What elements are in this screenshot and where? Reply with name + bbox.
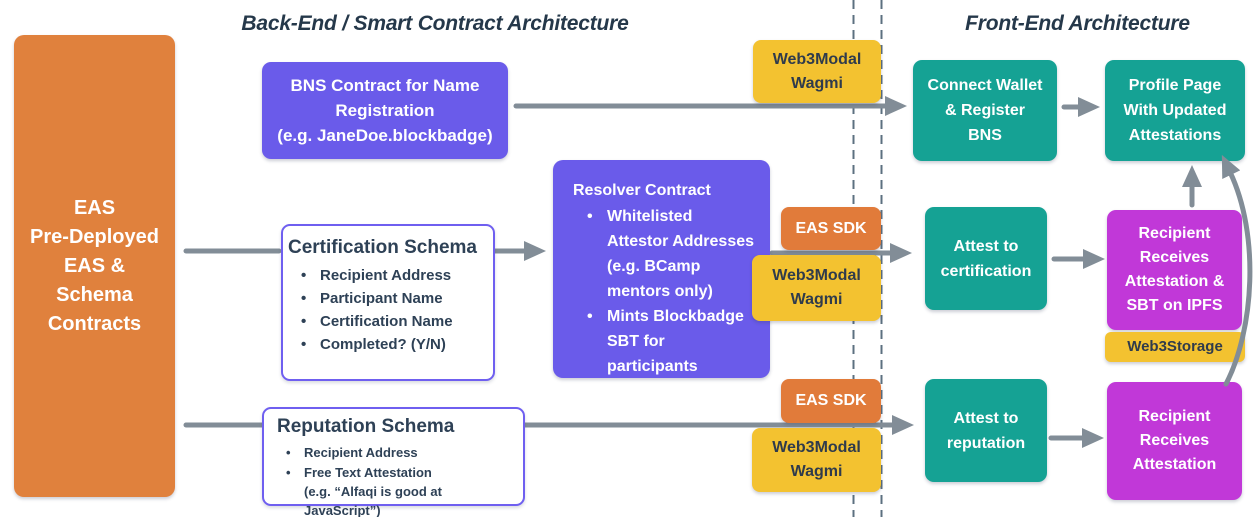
list-item: Free Text Attestation (e.g. “Alfaqi is g… [286, 463, 517, 517]
list-item: Whitelisted Attestor Addresses (e.g. BCa… [587, 204, 760, 304]
resolver-contract-list: Whitelisted Attestor Addresses (e.g. BCa… [573, 204, 760, 379]
node-attest-reputation: Attest to reputation [925, 379, 1047, 482]
list-item: Mints Blockbadge SBT for participants [587, 304, 760, 379]
certification-schema-title: Certification Schema [288, 237, 477, 258]
reputation-schema-title: Reputation Schema [277, 416, 455, 437]
certification-schema-list: Recipient Address Participant Name Certi… [288, 265, 487, 355]
resolver-contract-title: Resolver Contract [573, 182, 711, 199]
list-item: Recipient Address [286, 443, 517, 462]
list-item: Recipient Address [301, 265, 487, 286]
node-eas-sdk-bottom: EAS SDK [781, 379, 881, 423]
node-certification-schema: Certification Schema Recipient Address P… [281, 224, 495, 381]
node-web3modal-wagmi-mid: Web3Modal Wagmi [752, 255, 881, 321]
node-bns-contract: BNS Contract for Name Registration (e.g.… [262, 62, 508, 159]
list-item: Certification Name [301, 311, 487, 332]
node-web3modal-wagmi-top: Web3Modal Wagmi [753, 40, 881, 103]
list-item: Completed? (Y/N) [301, 334, 487, 355]
node-connect-wallet: Connect Wallet & Register BNS [913, 60, 1057, 161]
node-eas-predeployed-contracts: EAS Pre-Deployed EAS & Schema Contracts [14, 35, 175, 497]
frontend-section-title: Front-End Architecture [965, 12, 1190, 35]
node-reputation-schema: Reputation Schema Recipient Address Free… [262, 407, 525, 517]
list-item: Participant Name [301, 288, 487, 309]
backend-section-title: Back-End / Smart Contract Architecture [241, 12, 629, 35]
node-web3modal-wagmi-bottom: Web3Modal Wagmi [752, 428, 881, 492]
node-profile-page: Profile Page With Updated Attestations [1105, 60, 1245, 161]
node-attest-certification: Attest to certification [925, 207, 1047, 310]
node-recipient-attestation: Recipient Receives Attestation [1107, 382, 1242, 500]
node-resolver-contract: Resolver Contract Whitelisted Attestor A… [553, 160, 770, 378]
node-web3storage: Web3Storage [1105, 332, 1245, 362]
node-recipient-sbt: Recipient Receives Attestation & SBT on … [1107, 210, 1242, 330]
reputation-schema-list: Recipient Address Free Text Attestation … [277, 443, 517, 517]
node-eas-sdk-mid: EAS SDK [781, 207, 881, 250]
